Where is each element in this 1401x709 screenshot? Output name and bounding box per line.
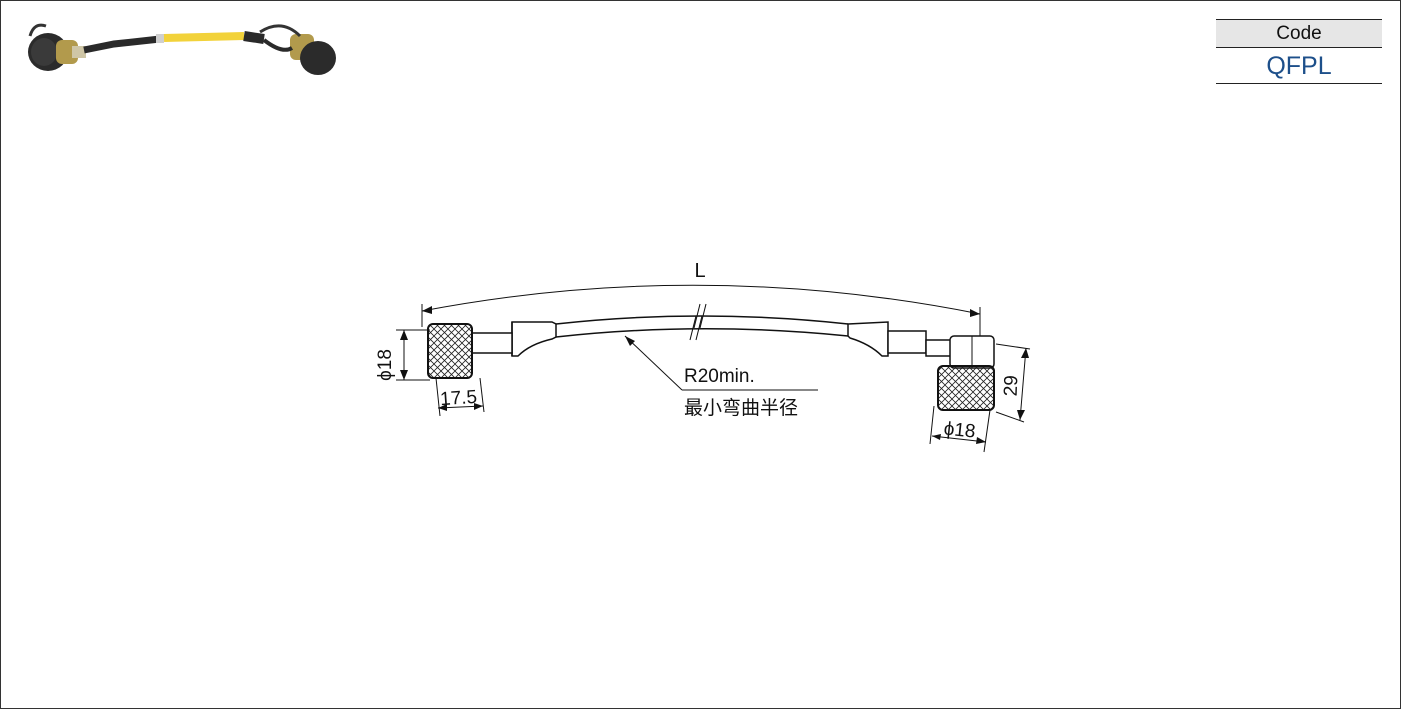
left-diameter-label: ϕ18 (375, 349, 396, 381)
hose-black-left (83, 35, 161, 54)
code-header: Code (1216, 19, 1382, 48)
left-length-label: 17.5 (439, 387, 477, 411)
left-knurled-nut (427, 323, 473, 379)
length-label: L (694, 260, 705, 282)
hose-yellow (163, 32, 245, 42)
left-cap-face (31, 38, 57, 66)
right-cap-body (300, 41, 336, 75)
left-stem (471, 332, 513, 354)
bend-radius-label: R20min. (684, 366, 755, 387)
bend-radius-chinese-label: 最小弯曲半径 (684, 397, 798, 419)
product-photo (28, 23, 336, 75)
hose-tube-bottom (555, 328, 849, 338)
code-table: Code QFPL (1216, 19, 1382, 84)
right-elbow-hex (925, 339, 953, 357)
right-diameter-label: ϕ18 (943, 418, 977, 442)
right-knurled-nut (937, 365, 995, 411)
right-boot (847, 321, 889, 357)
length-dimension-line (421, 284, 981, 315)
bend-radius-leader (624, 335, 683, 391)
right-stem (887, 330, 927, 354)
right-height-dimension-line (1019, 347, 1027, 421)
right-height-label: 29 (1001, 375, 1023, 397)
left-boot (511, 321, 557, 357)
code-value: QFPL (1216, 48, 1382, 84)
hose-tube-top (555, 315, 849, 325)
